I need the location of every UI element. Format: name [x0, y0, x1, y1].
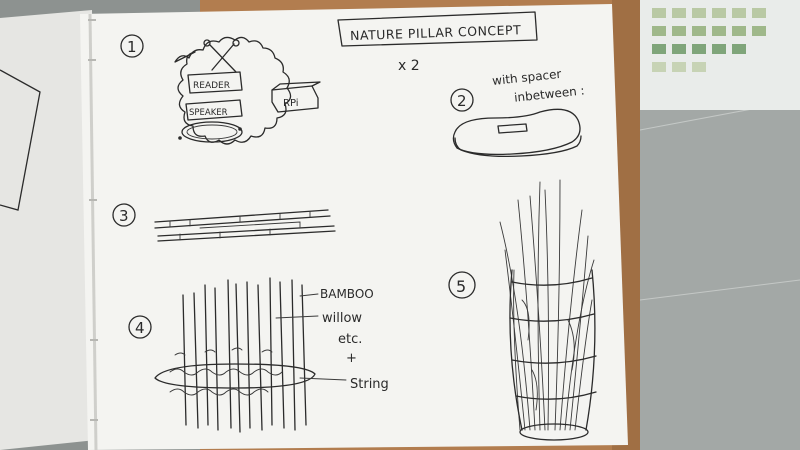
speaker-label: SPEAKER — [189, 108, 228, 118]
multiplier-text: x 2 — [398, 58, 420, 74]
rpi-label: RPi — [283, 98, 299, 109]
colour-swatch-card — [640, 0, 800, 110]
willow-label: willow — [322, 311, 362, 326]
step-4-number: 4 — [135, 319, 145, 337]
bamboo-label: BAMBOO — [320, 287, 374, 301]
step-1-number: 1 — [127, 38, 137, 56]
reader-label: READER — [193, 81, 230, 91]
plus-label: + — [346, 351, 357, 366]
etc-label: etc. — [338, 332, 362, 347]
string-label: String — [350, 377, 389, 392]
step-5-number: 5 — [456, 277, 466, 296]
step-3-number: 3 — [119, 207, 129, 225]
step-2-number: 2 — [457, 92, 467, 110]
